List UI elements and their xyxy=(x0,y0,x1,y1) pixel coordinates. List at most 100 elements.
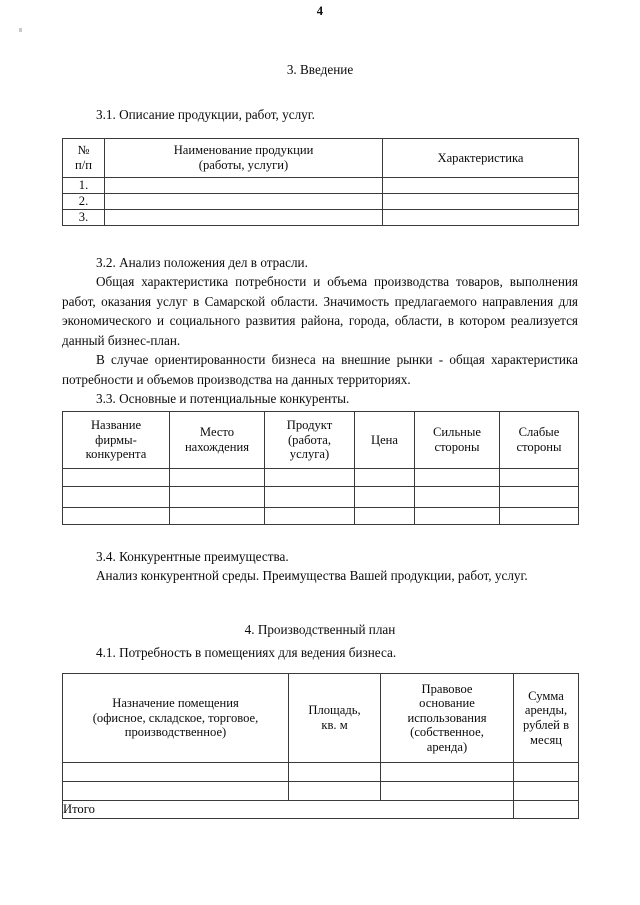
row-product-name[interactable] xyxy=(104,209,383,226)
col-header-strengths-line2: стороны xyxy=(434,440,480,454)
table-row: 1. xyxy=(62,177,579,194)
col-header-rent-sum-line4: месяц xyxy=(530,732,562,747)
section-4-1-heading: 4.1. Потребность в помещениях для ведени… xyxy=(96,645,397,660)
col-header-weaknesses-line2: стороны xyxy=(516,440,562,454)
table-row xyxy=(62,486,579,508)
table-row: 3. xyxy=(62,209,579,226)
table-row xyxy=(62,507,579,525)
row-price[interactable] xyxy=(354,486,415,508)
row-product-name[interactable] xyxy=(104,193,383,210)
col-header-location-line1: Место xyxy=(199,425,235,440)
col-header-price: Цена xyxy=(354,411,415,469)
col-header-product-name-line2: (работы, услуги) xyxy=(198,158,289,172)
row-characteristic[interactable] xyxy=(382,177,579,194)
margin-speck xyxy=(19,28,22,32)
col-header-product-line1: Продукт xyxy=(286,418,333,433)
total-label: Итого xyxy=(62,800,514,819)
table-row xyxy=(62,781,579,801)
total-value[interactable] xyxy=(513,800,579,819)
competitors-table-wrapper: Название фирмы- конкурента Место нахожде… xyxy=(62,411,579,525)
row-rent-sum[interactable] xyxy=(513,762,579,782)
section-3-2-paragraph-2: В случае ориентированности бизнеса на вн… xyxy=(62,352,578,387)
col-header-rent-sum-line1: Сумма xyxy=(528,688,564,703)
row-strengths[interactable] xyxy=(414,468,500,487)
row-product-name[interactable] xyxy=(104,177,383,194)
row-product[interactable] xyxy=(264,486,355,508)
row-strengths[interactable] xyxy=(414,507,500,525)
col-header-competitor-name: Название фирмы- конкурента xyxy=(62,411,170,469)
row-location[interactable] xyxy=(169,468,265,487)
col-header-product-line2: (работа, xyxy=(287,432,331,447)
row-area[interactable] xyxy=(288,762,381,782)
row-rent-sum[interactable] xyxy=(513,781,579,801)
col-header-price-label: Цена xyxy=(370,432,398,447)
row-location[interactable] xyxy=(169,507,265,525)
section-3-2-paragraph-1: Общая характеристика потребности и объем… xyxy=(62,274,578,348)
col-header-premise-purpose: Назначение помещения (офисное, складское… xyxy=(62,673,289,763)
row-weaknesses[interactable] xyxy=(499,468,579,487)
row-premise-purpose[interactable] xyxy=(62,762,289,782)
col-header-legal-basis: Правовое основание использования (собств… xyxy=(380,673,514,763)
col-header-product-name-line1: Наименование продукции xyxy=(173,143,314,158)
col-header-competitor-name-line3: конкурента xyxy=(85,447,147,462)
table-premises: Назначение помещения (офисное, складское… xyxy=(62,673,579,819)
row-characteristic[interactable] xyxy=(382,209,579,226)
col-header-area-line2: кв. м xyxy=(321,718,348,732)
col-header-number: № п/п xyxy=(62,138,105,178)
col-header-rent-sum-line3: рублей в xyxy=(522,718,570,732)
col-header-area-line1: Площадь, xyxy=(308,703,361,718)
table-products: № п/п Наименование продукции (работы, ус… xyxy=(62,138,579,226)
col-header-legal-basis-line3: использования xyxy=(407,710,487,725)
col-header-competitor-name-line1: Название xyxy=(90,418,142,433)
row-competitor-name[interactable] xyxy=(62,468,170,487)
row-legal-basis[interactable] xyxy=(380,762,514,782)
row-area[interactable] xyxy=(288,781,381,801)
col-header-premise-purpose-line2: (офисное, складское, торговое, xyxy=(92,710,259,725)
row-number: 1. xyxy=(62,177,105,194)
table-total-row: Итого xyxy=(62,800,579,819)
table-header-row: Назначение помещения (офисное, складское… xyxy=(62,673,579,763)
section-3-2-heading: 3.2. Анализ положения дел в отрасли. xyxy=(96,255,308,270)
col-header-rent-sum-line2: аренды, xyxy=(524,703,568,718)
col-header-legal-basis-line1: Правовое xyxy=(421,681,473,696)
row-number: 2. xyxy=(62,193,105,210)
col-header-characteristic: Характеристика xyxy=(382,138,579,178)
col-header-location-line2: нахождения xyxy=(184,440,250,454)
col-header-strengths-line1: Сильные xyxy=(433,425,481,440)
col-header-weaknesses: Слабые стороны xyxy=(499,411,579,469)
row-location[interactable] xyxy=(169,486,265,508)
col-header-competitor-name-line2: фирмы- xyxy=(95,432,137,447)
row-weaknesses[interactable] xyxy=(499,507,579,525)
row-weaknesses[interactable] xyxy=(499,486,579,508)
table-row xyxy=(62,468,579,487)
col-header-product-name: Наименование продукции (работы, услуги) xyxy=(104,138,383,178)
row-price[interactable] xyxy=(354,507,415,525)
table-competitors: Название фирмы- конкурента Место нахожде… xyxy=(62,411,579,525)
section-3-3-heading: 3.3. Основные и потенциальные конкуренты… xyxy=(96,391,350,406)
row-competitor-name[interactable] xyxy=(62,507,170,525)
section-3-1-heading: 3.1. Описание продукции, работ, услуг. xyxy=(96,107,315,122)
section-4-heading: 4. Производственный план xyxy=(244,622,396,637)
col-header-legal-basis-line5: аренда) xyxy=(426,739,468,754)
row-strengths[interactable] xyxy=(414,486,500,508)
row-premise-purpose[interactable] xyxy=(62,781,289,801)
section-3-4-heading: 3.4. Конкурентные преимущества. xyxy=(96,549,289,564)
col-header-number-line2: п/п xyxy=(75,158,92,172)
col-header-location: Место нахождения xyxy=(169,411,265,469)
section-3-4-paragraph: Анализ конкурентной среды. Преимущества … xyxy=(96,568,528,583)
row-product[interactable] xyxy=(264,507,355,525)
col-header-legal-basis-line2: основание xyxy=(419,696,475,711)
row-product[interactable] xyxy=(264,468,355,487)
row-legal-basis[interactable] xyxy=(380,781,514,801)
row-competitor-name[interactable] xyxy=(62,486,170,508)
table-row xyxy=(62,762,579,782)
col-header-product: Продукт (работа, услуга) xyxy=(264,411,355,469)
row-characteristic[interactable] xyxy=(382,193,579,210)
col-header-premise-purpose-line1: Назначение помещения xyxy=(112,696,239,711)
col-header-legal-basis-line4: (собственное, xyxy=(410,725,484,740)
section-3-heading: 3. Введение xyxy=(286,62,354,77)
row-price[interactable] xyxy=(354,468,415,487)
col-header-area: Площадь, кв. м xyxy=(288,673,381,763)
table-header-row: Название фирмы- конкурента Место нахожде… xyxy=(62,411,579,469)
